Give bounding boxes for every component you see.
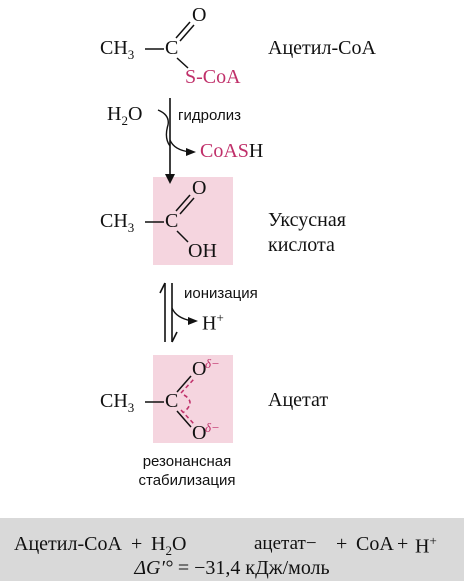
acetate-carbon-label: C — [165, 390, 179, 412]
ionization-reverse-head — [159, 282, 166, 294]
summary-plus-3: + — [397, 533, 409, 555]
hydrolysis-arrow-curve — [157, 109, 171, 147]
acetyl-thio-label: S-CoA — [185, 66, 241, 88]
ionization-label: ионизация — [184, 285, 258, 302]
coash-product-label: CoASH — [200, 140, 264, 162]
hydrolysis-label: гидролиз — [178, 107, 241, 124]
acetate-ch3-label: CH3 — [100, 390, 135, 415]
acetate-delta-top: δ− — [205, 356, 220, 371]
acetic-acid-name-line2: кислота — [268, 234, 335, 256]
acid-c-o-double-bond-b — [179, 197, 195, 215]
acetate-delta-bottom: δ− — [205, 420, 220, 435]
summary-plus-2-visible: + — [336, 533, 348, 555]
acid-carbon-label: C — [165, 210, 179, 232]
acetic-acid-name-line1: Уксусная — [268, 209, 346, 231]
summary-reactant-acetyl-coa: Ацетил-CoA — [14, 533, 122, 555]
acetate-resonance-dashes — [183, 394, 191, 413]
acetyl-coa-name: Ацетил-CoA — [268, 37, 376, 59]
summary-plus-1: + — [131, 533, 143, 555]
summary-reactant-water: H2O — [151, 533, 187, 558]
acetyl-c-o-double-bond-a — [175, 21, 191, 39]
summary-product-acetate: ацетат− — [254, 533, 317, 554]
acid-c-oh-bond — [176, 230, 189, 243]
acetate-c-o-bottom-bond — [176, 410, 192, 428]
proton-product-label: H+ — [202, 310, 224, 335]
acid-c-o-double-bond-a — [175, 194, 191, 212]
proton-release-head — [188, 317, 198, 325]
acetate-highlight — [153, 355, 233, 443]
acetyl-c-s-bond — [176, 57, 189, 69]
summary-panel — [0, 518, 464, 581]
hydrolysis-arrow-head — [165, 174, 175, 184]
acetyl-carbon-label: C — [165, 37, 179, 59]
ionization-forward-head — [171, 331, 178, 343]
acid-ch3-label: CH3 — [100, 210, 135, 235]
acetic-acid-highlight — [153, 177, 233, 265]
acetate-resonance-dash-top — [180, 378, 195, 394]
summary-energy-line: ΔG′° = −31,4 кДж/моль — [134, 557, 330, 579]
acid-hydroxyl-label: OH — [188, 240, 217, 262]
summary-product-proton: H+ — [415, 533, 437, 558]
acetate-c-o-top-bond — [176, 375, 192, 393]
acetate-resonance-dash-bottom — [180, 409, 195, 425]
water-reagent-label: H2O — [107, 103, 143, 128]
acetate-oxygen-bottom-label: O — [192, 422, 207, 444]
resonance-caption-line1: резонансная — [142, 453, 232, 470]
acetyl-ch3-label: CH3 — [100, 37, 135, 62]
acetate-oxygen-top-label: O — [192, 358, 207, 380]
resonance-caption-line2: стабилизация — [138, 472, 236, 489]
summary-product-coa: CoA — [356, 533, 394, 555]
coash-release-head — [186, 148, 196, 156]
acetyl-oxygen-label: O — [192, 4, 207, 26]
acid-oxygen-label: O — [192, 177, 207, 199]
acetyl-c-o-double-bond-b — [179, 24, 195, 42]
acetate-name: Ацетат — [268, 389, 329, 411]
